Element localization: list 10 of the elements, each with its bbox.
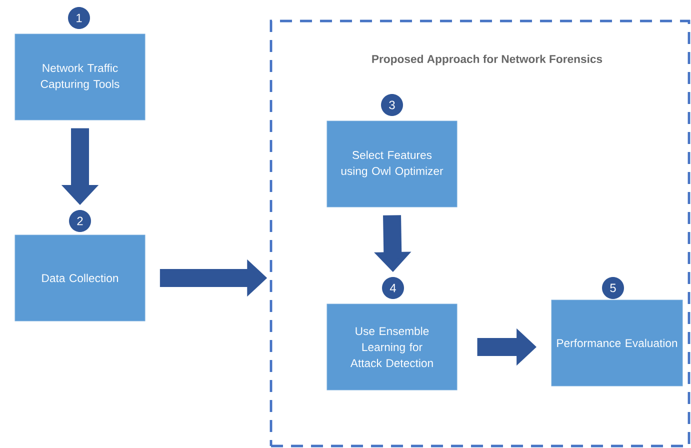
process-box: Network Traffic Capturing Tools [14,34,146,120]
number-badge: 3 [381,94,403,116]
number-badge: 2 [69,210,91,232]
process-box: Select Features using Owl Optimizer [326,120,458,208]
process-box: Data Collection [14,234,146,322]
number-badge: 4 [382,277,404,299]
number-badge: 5 [602,277,624,299]
number-badge: 1 [68,7,90,29]
process-box: Use Ensemble Learning for Attack Detection [326,304,458,390]
process-box: Performance Evaluation [551,300,683,386]
